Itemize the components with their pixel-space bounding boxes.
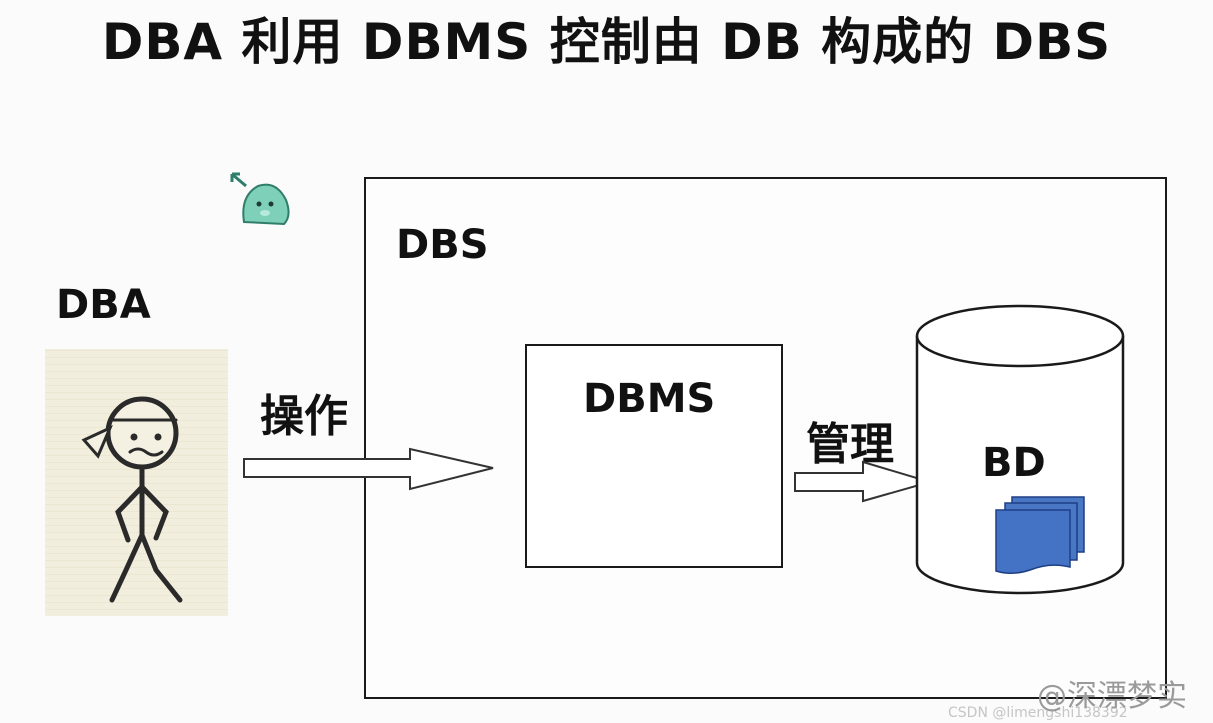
- mascot-sticker-icon: [230, 172, 290, 226]
- page-title: DBA 利用 DBMS 控制由 DB 构成的 DBS: [101, 13, 1112, 71]
- watermark-csdn: CSDN @limengshi138392: [948, 705, 1128, 721]
- stick-figure-dba: [81, 396, 183, 603]
- management-arrow: [794, 460, 934, 503]
- dba-label: DBA: [56, 282, 151, 328]
- watermark-author: @深漂梦实: [1037, 679, 1187, 714]
- document-stack-icon: [995, 496, 1085, 574]
- dbms-box: [525, 344, 783, 568]
- operation-arrow: [243, 447, 494, 491]
- management-label: 管理: [806, 419, 894, 470]
- dbs-label: DBS: [396, 222, 489, 268]
- stick-figure-background: [45, 349, 228, 616]
- operation-label: 操作: [260, 391, 348, 442]
- bd-label: BD: [982, 440, 1046, 486]
- dbms-label: DBMS: [583, 376, 716, 422]
